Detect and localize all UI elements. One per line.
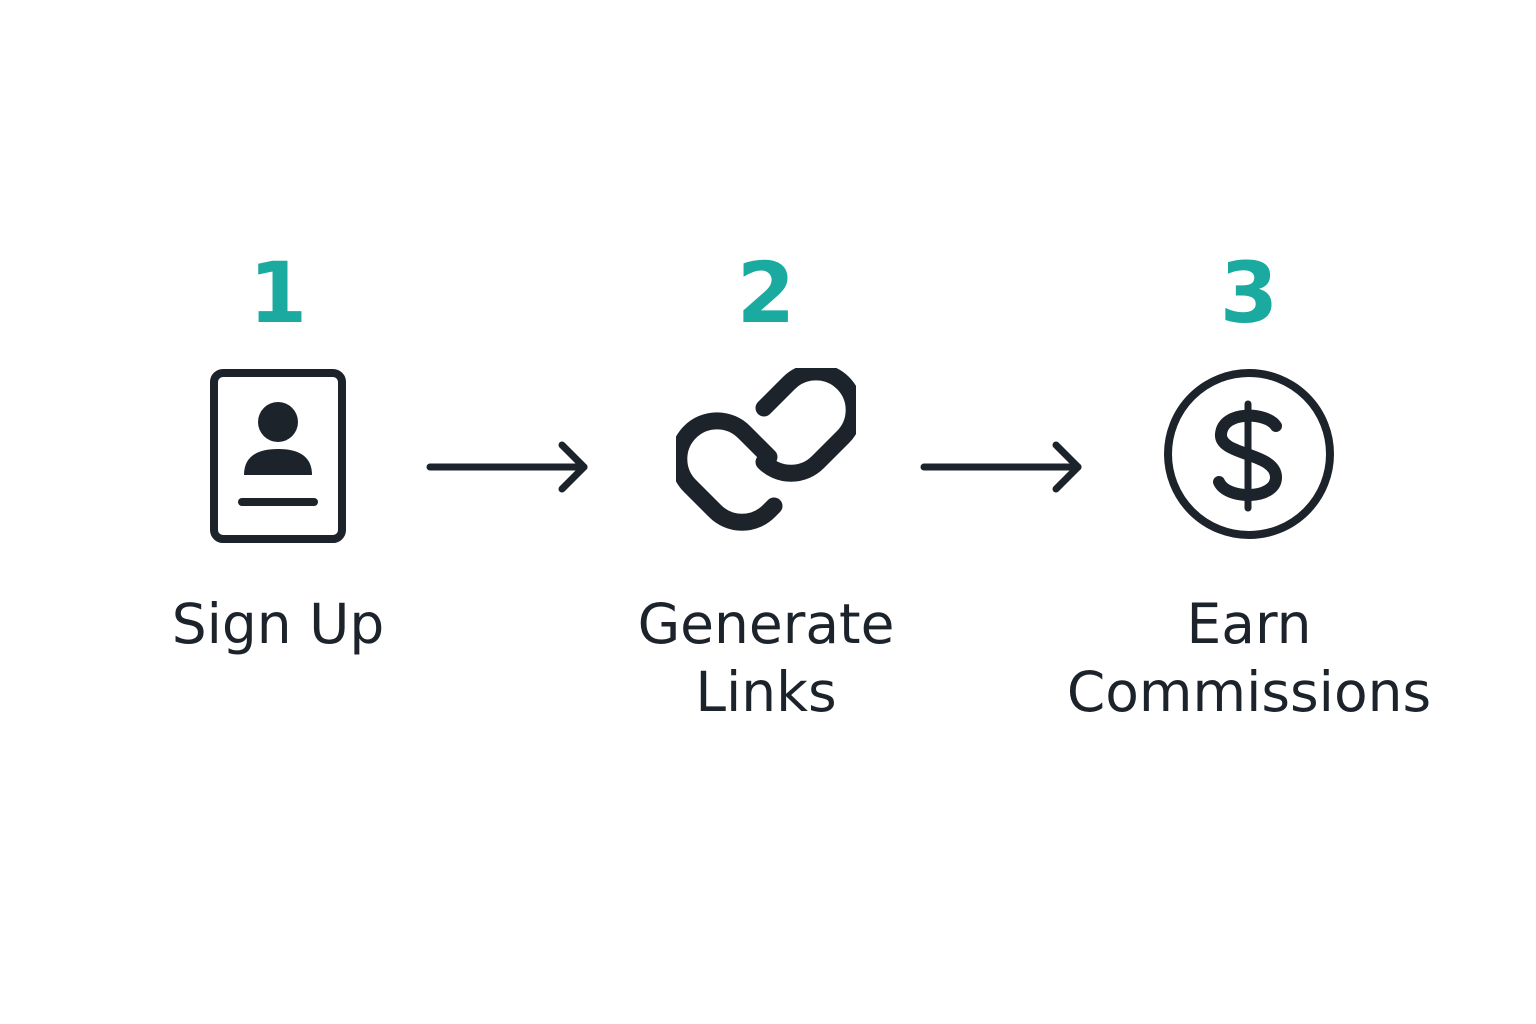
step-number: 1 — [248, 244, 308, 342]
step-generate-links: 2 Generate Links — [556, 248, 976, 726]
dollar-coin-icon — [1164, 369, 1334, 539]
step-number: 2 — [736, 244, 796, 342]
arrow-right-icon — [426, 441, 588, 493]
step-label-line: Generate — [637, 592, 895, 656]
step-label: Generate Links — [638, 590, 895, 726]
step-label-line: Links — [695, 660, 837, 724]
step-earn-commissions: 3 Earn Commissions — [1039, 248, 1459, 726]
step-label-line: Earn — [1186, 592, 1312, 656]
step-label-line: Sign Up — [171, 592, 385, 656]
step-label: Sign Up — [172, 590, 385, 658]
link-icon — [676, 368, 856, 531]
step-sign-up: 1 Sign Up — [68, 248, 488, 658]
arrow-right-icon — [920, 441, 1082, 493]
step-label: Earn Commissions — [1067, 590, 1431, 726]
step-number: 3 — [1219, 244, 1279, 342]
step-label-line: Commissions — [1066, 660, 1432, 724]
id-card-icon — [210, 369, 346, 543]
